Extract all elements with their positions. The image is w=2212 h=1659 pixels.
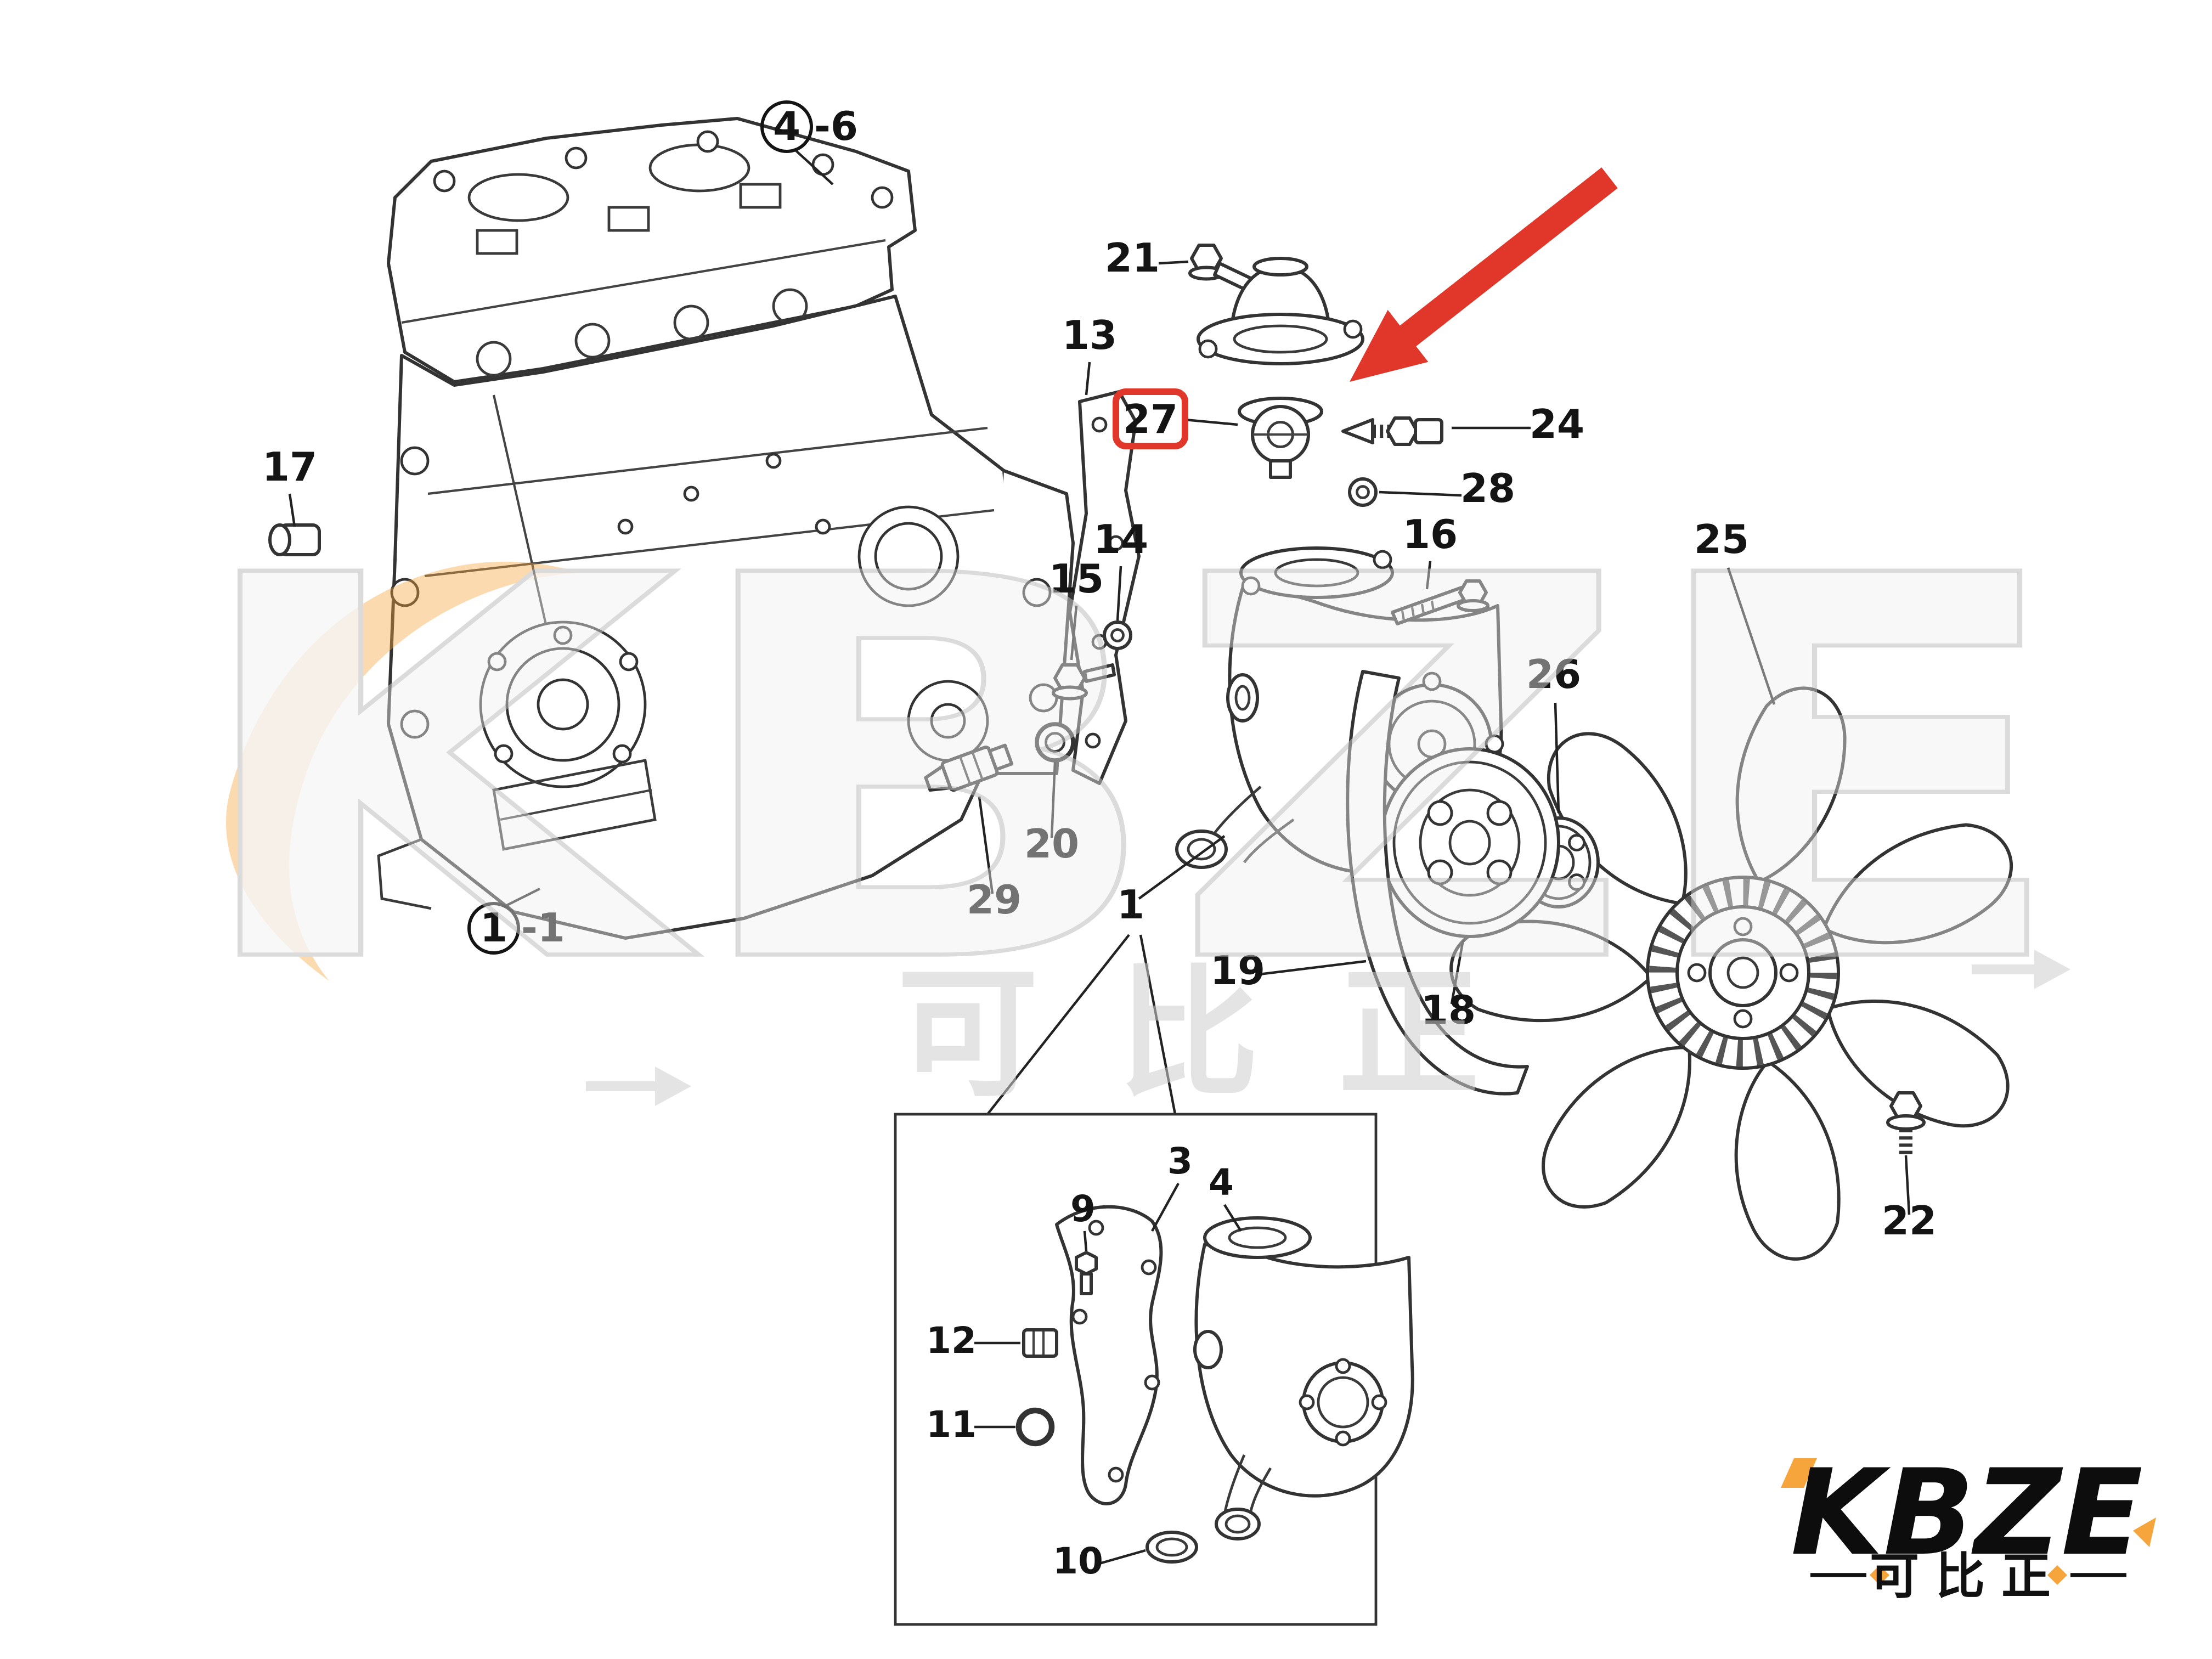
logo-tagline: 可比正 [1870,1548,2067,1605]
watermark-brand: KBZE [181,466,2074,1079]
leader-lines [288,149,1911,1565]
callout-1: 1 [1117,882,1144,928]
logo-accent-right [2133,1517,2156,1547]
temp-sender-24 [1341,416,1443,446]
bolt-15 [1052,663,1116,701]
callout-17: 17 [262,444,317,490]
callout-18: 18 [1421,987,1476,1033]
thermostat-cover [1197,257,1364,365]
callout-1-1: 1 -1 [467,902,565,955]
logo-tagline-ornaments [1810,1565,2126,1585]
callout-11: 11 [926,1403,977,1446]
plug-17 [268,523,321,556]
callout-10: 10 [1053,1540,1103,1582]
callout-25: 25 [1694,516,1749,562]
callout-labels: 4 -6 1 -1 17 21 13 24 28 14 15 16 25 26 … [262,100,1937,1582]
bolt-22 [1886,1091,1926,1155]
cylinder-block [377,295,1075,940]
callout-13: 13 [1062,312,1117,358]
callout-29: 29 [967,877,1022,923]
callout-27: 27 [1123,396,1178,442]
callout-28: 28 [1460,465,1515,511]
inset-plug-12 [1022,1328,1058,1358]
washer-28 [1348,477,1378,507]
callout-4-6: 4 -6 [760,100,858,153]
inset-detail-box [894,934,1414,1626]
callout-26: 26 [1526,651,1581,697]
watermark-cn: 可比正 [897,952,1559,1116]
callout-4-6-number: 4 [773,103,800,149]
switch-29 [924,743,1014,792]
inset-outlet-10 [1146,1531,1198,1564]
callout-1-1-number: 1 [480,905,507,951]
washer-14 [1103,620,1132,650]
fan-25 [1449,679,2028,1270]
seal-ring-20 [1035,722,1075,763]
bolt-16 [1391,579,1489,625]
callout-16: 16 [1403,511,1458,557]
cylinder-head [387,117,917,383]
callout-19: 19 [1210,947,1265,994]
callout-21: 21 [1105,235,1160,281]
callout-22: 22 [1882,1198,1937,1244]
watermark-layer: KBZE 可比正 [179,464,2076,1116]
callout-24: 24 [1530,401,1584,447]
logo-accent-left [1781,1458,1817,1488]
callout-4-6-suffix: -6 [814,103,858,149]
highlight-arrow [1350,167,1618,382]
inset-oring-11 [1015,1407,1055,1447]
logo-brand: KBZE [1791,1444,2143,1582]
callout-12: 12 [926,1319,977,1362]
callout-3: 3 [1167,1140,1193,1182]
gasket-13 [1068,390,1141,785]
callout-15: 15 [1049,556,1104,602]
watermark-arrow-right [1972,950,2070,989]
engine-assembly [268,117,1075,940]
brand-logo: KBZE 可比正 [1781,1444,2156,1605]
pulley-18 [1379,747,1560,938]
inset-housing-4 [1193,1216,1414,1541]
callout-9: 9 [1070,1188,1096,1230]
inset-gasket-3 [1055,1205,1163,1505]
highlight-box-27: 27 [1113,388,1188,449]
watermark-swoosh [226,561,579,981]
belt-19 [1346,670,1529,1096]
inset-bolt-9 [1075,1251,1098,1295]
callout-14: 14 [1093,516,1148,562]
callout-20: 20 [1024,821,1079,867]
callout-4: 4 [1209,1161,1234,1204]
watermark-arrow-left [586,1066,691,1106]
thermostat-27 [1238,397,1323,479]
callout-1-1-suffix: -1 [521,905,565,951]
